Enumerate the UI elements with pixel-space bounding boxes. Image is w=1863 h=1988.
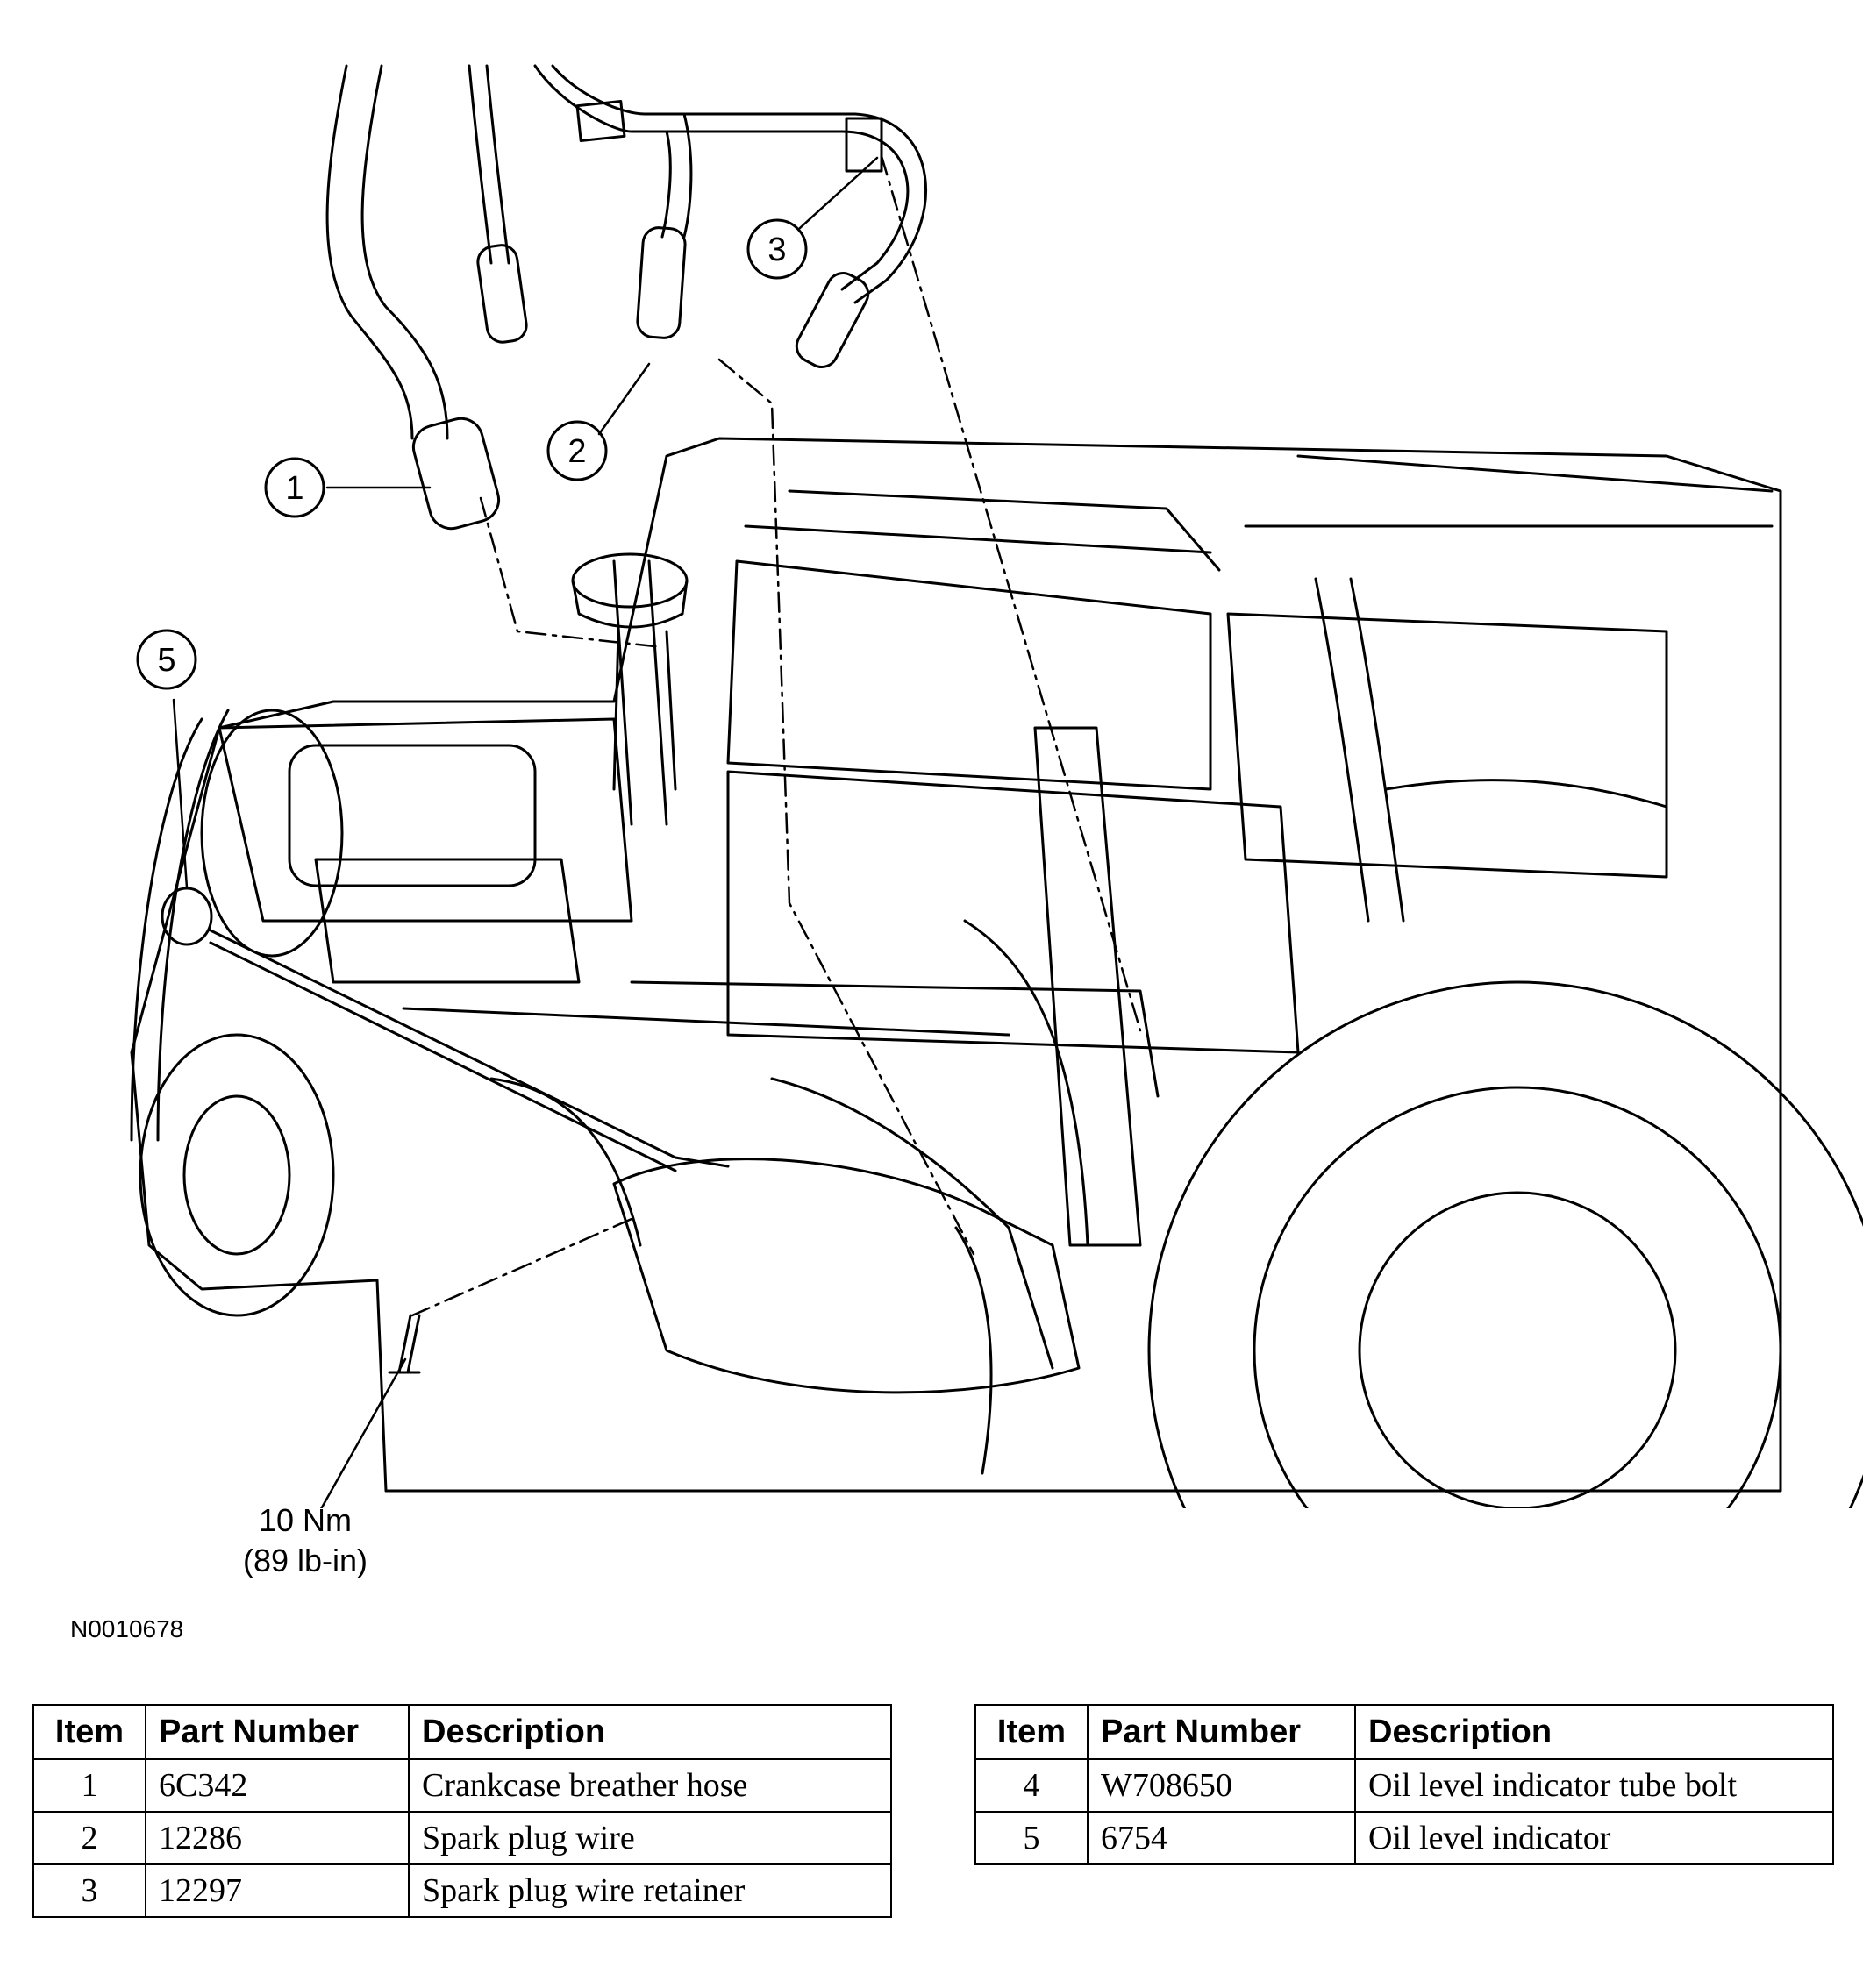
part-number-cell: 12297 <box>145 1863 410 1918</box>
part-number-cell: 6754 <box>1087 1811 1356 1865</box>
oil-filler-cap <box>571 552 689 791</box>
table-row: 2 12286 Spark plug wire <box>32 1811 892 1865</box>
part-number-cell: W708650 <box>1087 1758 1356 1813</box>
header-description: Description <box>1354 1704 1834 1760</box>
callout-1: 1 <box>264 457 325 518</box>
description-cell: Oil level indicator tube bolt <box>1354 1758 1834 1813</box>
description-cell: Crankcase breather hose <box>408 1758 892 1813</box>
figure-id: N0010678 <box>70 1615 184 1642</box>
flywheel <box>1147 980 1863 1508</box>
parts-table-right: Item Part Number Description 4 W708650 O… <box>974 1704 1834 1865</box>
item-cell: 5 <box>974 1811 1089 1865</box>
callout-2: 2 <box>546 420 608 481</box>
table-row: 3 12297 Spark plug wire retainer <box>32 1863 892 1918</box>
exhaust-manifold <box>612 726 1142 1475</box>
item-cell: 4 <box>974 1758 1089 1813</box>
callout-5-label: 5 <box>157 642 175 679</box>
callout-3: 3 <box>746 218 808 280</box>
item-cell: 2 <box>32 1811 146 1865</box>
callout-3-label: 3 <box>767 232 786 268</box>
callout-1-label: 1 <box>285 470 303 507</box>
header-item: Item <box>32 1704 146 1760</box>
engine-illustration: 1 2 3 4 5 <box>130 64 1863 1508</box>
table-row: 5 6754 Oil level indicator <box>974 1811 1834 1865</box>
description-cell: Spark plug wire retainer <box>408 1863 892 1918</box>
dashed-leaders <box>410 154 1142 1317</box>
table-header-row: Item Part Number Description <box>32 1704 892 1760</box>
description-cell: Oil level indicator <box>1354 1811 1834 1865</box>
torque-spec-nm: 10 Nm <box>258 1502 353 1538</box>
belt-and-pulleys <box>130 709 344 1317</box>
table-row: 4 W708650 Oil level indicator tube bolt <box>974 1758 1834 1813</box>
table-header-row: Item Part Number Description <box>974 1704 1834 1760</box>
torque-spec-lbin: (89 lb-in) <box>242 1543 368 1578</box>
header-item: Item <box>974 1704 1089 1760</box>
spark-plug-wires <box>325 64 927 531</box>
table-row: 1 6C342 Crankcase breather hose <box>32 1758 892 1813</box>
item-cell: 3 <box>32 1863 146 1918</box>
tube-bolt <box>388 1314 421 1374</box>
callout-leaders <box>172 156 879 1508</box>
parts-table-left: Item Part Number Description 1 6C342 Cra… <box>32 1704 892 1918</box>
description-cell: Spark plug wire <box>408 1811 892 1865</box>
part-number-cell: 6C342 <box>145 1758 410 1813</box>
callout-5: 5 <box>136 629 197 690</box>
oil-level-indicator <box>161 887 730 1172</box>
header-part-number: Part Number <box>1087 1704 1356 1760</box>
item-cell: 1 <box>32 1758 146 1813</box>
header-description: Description <box>408 1704 892 1760</box>
engine-block <box>130 437 1782 1493</box>
part-number-cell: 12286 <box>145 1811 410 1865</box>
header-part-number: Part Number <box>145 1704 410 1760</box>
callout-2-label: 2 <box>567 433 586 470</box>
